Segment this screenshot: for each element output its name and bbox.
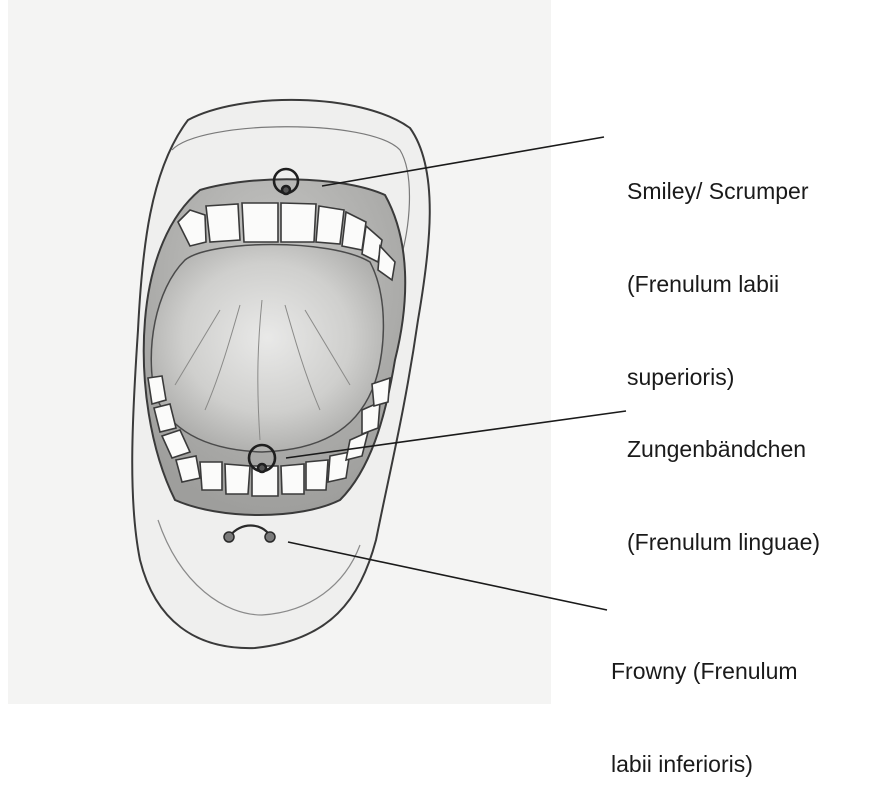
- label-smiley-line2: (Frenulum labii: [627, 269, 808, 300]
- label-zungen-line1: Zungenbändchen: [627, 434, 820, 465]
- label-zungenbaendchen: Zungenbändchen (Frenulum linguae): [627, 372, 820, 589]
- label-frowny-line1: Frowny (Frenulum: [611, 656, 798, 687]
- label-zungen-line2: (Frenulum linguae): [627, 527, 820, 558]
- label-smiley-line1: Smiley/ Scrumper: [627, 176, 808, 207]
- label-frowny: Frowny (Frenulum labii inferioris): [611, 594, 798, 811]
- tongue: [151, 245, 383, 453]
- label-frowny-line2: labii inferioris): [611, 749, 798, 780]
